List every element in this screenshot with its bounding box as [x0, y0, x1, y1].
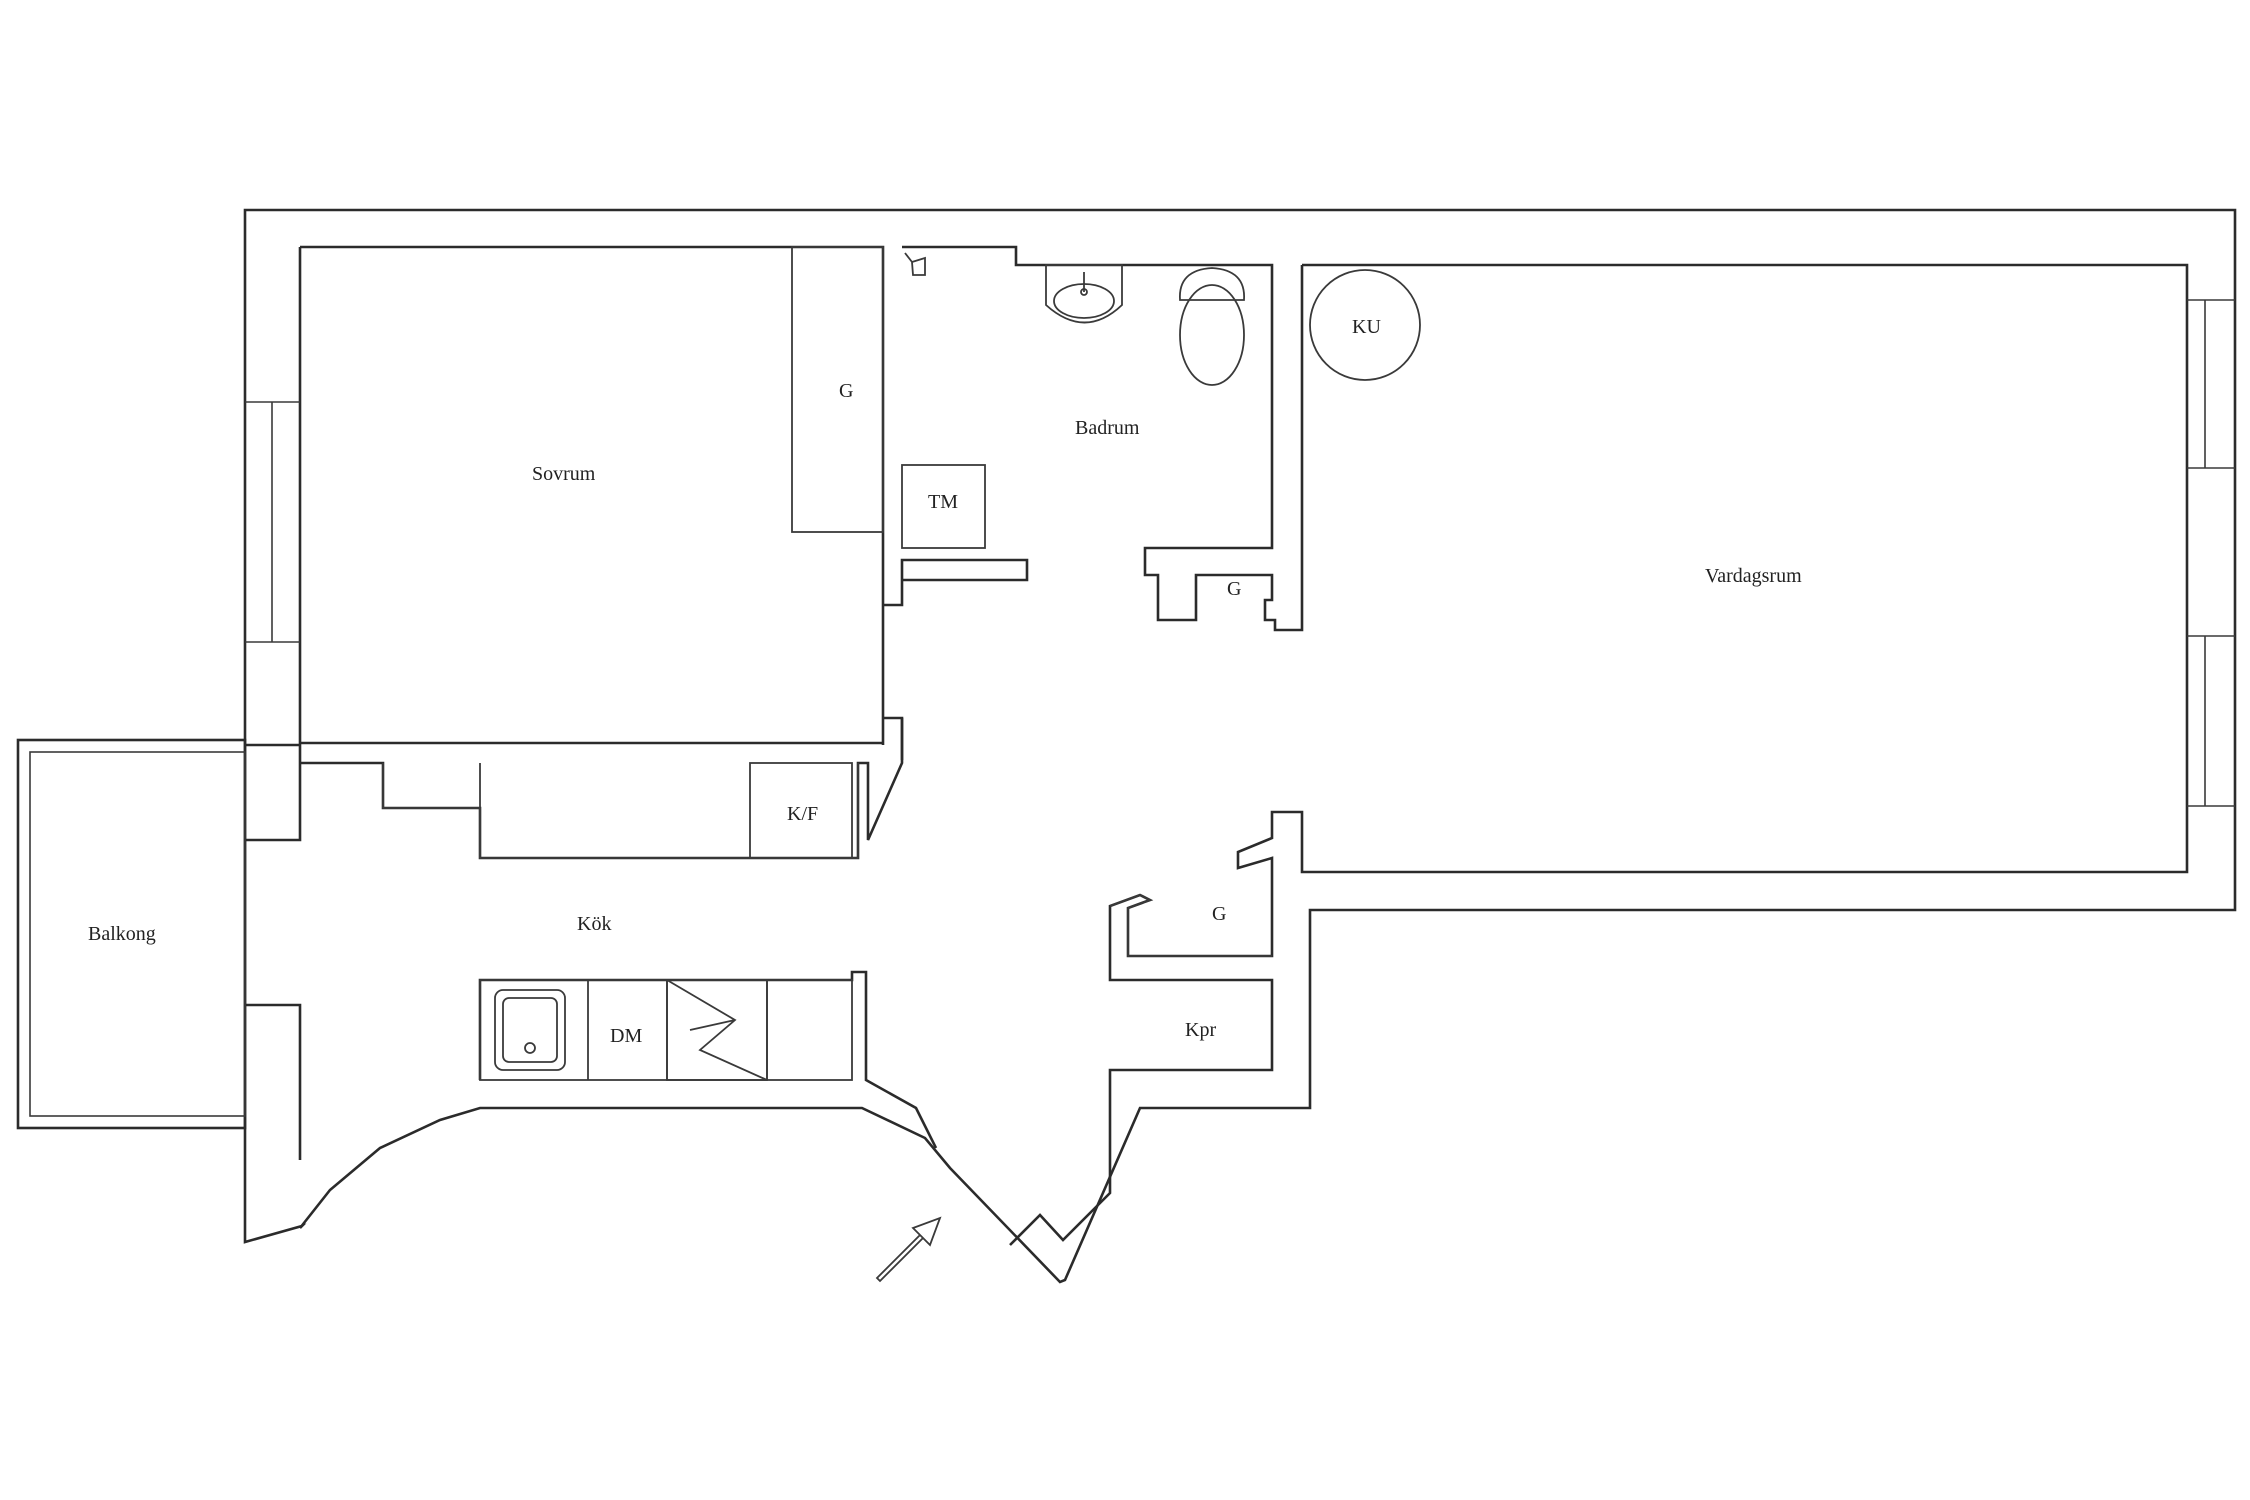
- kitchen-sink-basin-icon: [502, 997, 558, 1063]
- window-vardagsrum-1: [2187, 299, 2235, 469]
- badrum-wall: [902, 245, 2189, 1246]
- tile-stove-icon: [1309, 269, 1421, 381]
- room-label-vardagsrum: Vardagsrum: [1705, 565, 1802, 587]
- room-label-balkong: Balkong: [88, 923, 156, 945]
- entrance-arrow-icon: [875, 1216, 942, 1283]
- fridge-freezer: [749, 762, 853, 859]
- fixture-label-kf: K/F: [787, 803, 818, 825]
- wardrobe-hall: [1109, 894, 1272, 957]
- sink-icon: [1045, 264, 1123, 324]
- fixture-label-tm: TM: [928, 491, 958, 513]
- fixture-label-g-hall: G: [1212, 903, 1226, 925]
- toilet-tank-icon: [1179, 267, 1245, 301]
- fixture-label-ku: KU: [1352, 316, 1381, 338]
- window-vardagsrum-2: [2187, 635, 2235, 807]
- room-label-badrum: Badrum: [1075, 417, 1140, 439]
- wardrobe-sovrum: [791, 246, 884, 533]
- fixture-label-g-sovrum: G: [839, 380, 853, 402]
- room-label-sovrum: Sovrum: [532, 463, 596, 485]
- toilet-bowl-icon: [1179, 284, 1245, 386]
- exterior-wall: [243, 208, 2237, 1284]
- stove-icon: [666, 979, 768, 1081]
- sovrum-wall: [298, 245, 1029, 760]
- kitchen-sink-icon: [494, 989, 566, 1071]
- balkong-inner: [29, 751, 246, 1117]
- washing-machine: [901, 464, 986, 549]
- room-label-kpr: Kpr: [1185, 1019, 1216, 1041]
- fixture-label-dm: DM: [610, 1025, 642, 1047]
- stove-symbol-icon: [666, 979, 768, 1081]
- kok-wall: [245, 718, 904, 1160]
- kitchen-sink-drain-icon: [524, 1042, 536, 1054]
- room-label-kok: Kök: [577, 913, 611, 935]
- window-sovrum: [245, 401, 300, 643]
- shower-icon: [904, 252, 926, 276]
- sink-drain-icon: [1080, 288, 1088, 296]
- kitchen-lower-counter: [479, 979, 853, 1081]
- fixture-label-g-badrum: G: [1227, 578, 1241, 600]
